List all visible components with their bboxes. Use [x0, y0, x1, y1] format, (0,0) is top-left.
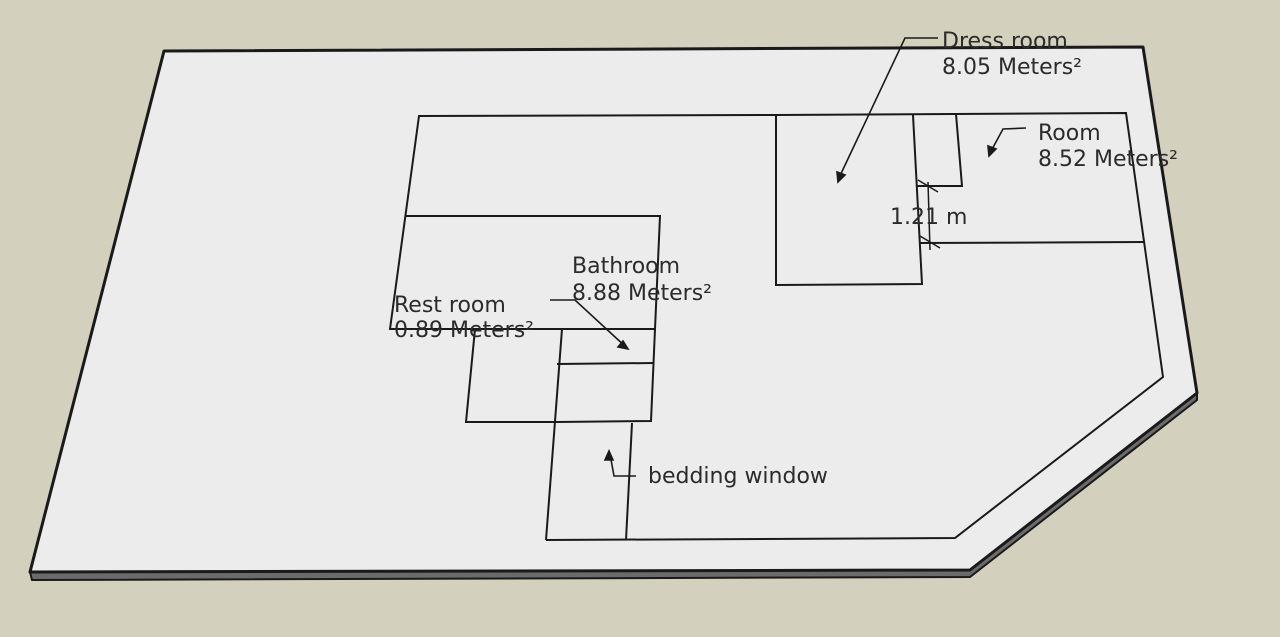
dress-room-name: Dress room: [942, 29, 1068, 54]
room-name: Room: [1038, 121, 1101, 146]
dimension-marker: [917, 179, 941, 251]
rest-room-area: 0.89 Meters²: [394, 318, 534, 343]
rest-room-outline: [464, 328, 557, 423]
room-leader: [989, 127, 1027, 154]
dress-room-area: 8.05 Meters²: [942, 55, 1082, 80]
bathroom-name: Bathroom: [572, 254, 680, 279]
inner-outline: [545, 111, 1165, 541]
leaders: [550, 37, 1027, 477]
bathroom-right-wall: [556, 328, 656, 423]
bedding-window-wall: [625, 422, 633, 541]
floor-slab: [28, 45, 1199, 574]
rest-room-name: Rest room: [394, 293, 506, 318]
bedding-window-leader: [609, 453, 636, 477]
bathroom-inner-line: [556, 362, 655, 365]
bathroom-area: 8.88 Meters²: [572, 281, 712, 306]
room-south-wall: [919, 241, 1145, 244]
room-outlines: [388, 111, 1165, 541]
room-partition: [917, 113, 964, 187]
left-block: [388, 114, 777, 330]
dress-room-outline: [775, 114, 924, 287]
bedding-window-label: bedding window: [648, 464, 828, 489]
dress-room-leader: [837, 37, 938, 181]
room-area: 8.52 Meters²: [1038, 147, 1178, 172]
bathroom-leader: [550, 299, 628, 349]
dimension-label: 1.21 m: [890, 205, 967, 230]
